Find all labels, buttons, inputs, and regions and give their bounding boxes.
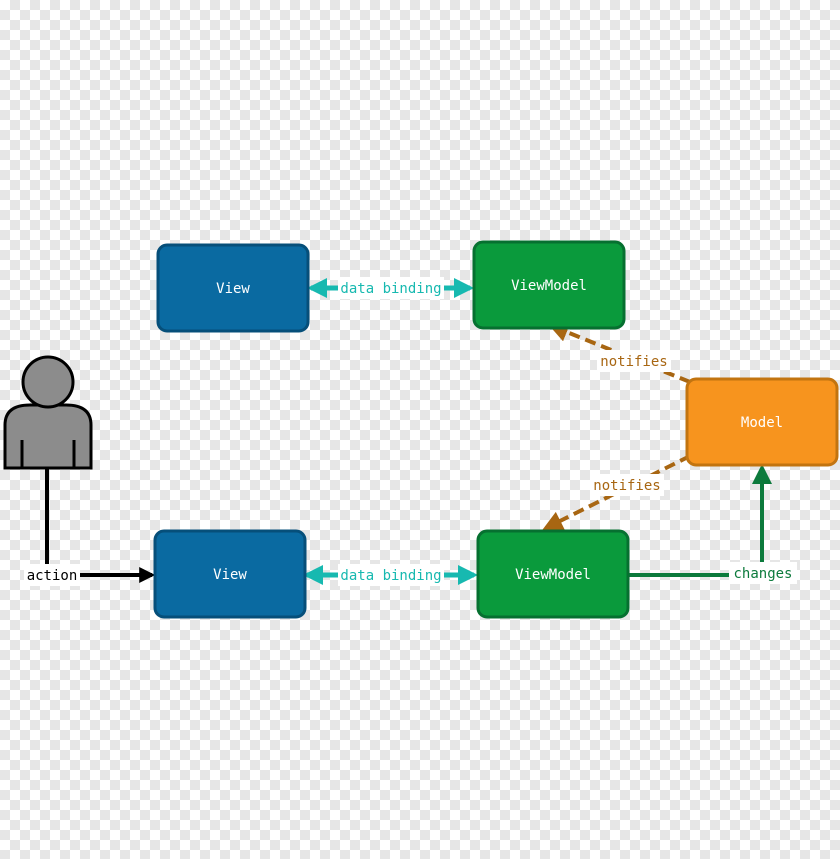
- bottom-viewmodel-node: ViewModel: [476, 529, 630, 619]
- top-binding-label: data binding: [340, 281, 441, 297]
- bottom-view-label: View: [213, 567, 247, 583]
- user-icon: [3, 355, 93, 470]
- top-view-label: View: [216, 281, 250, 297]
- changes-edge: changes: [628, 464, 797, 584]
- changes-label: changes: [733, 566, 792, 582]
- action-edge: action: [24, 468, 156, 586]
- top-notifies-label: notifies: [600, 354, 667, 370]
- top-viewmodel-label: ViewModel: [511, 278, 587, 294]
- top-view-node: View: [156, 243, 310, 333]
- top-notifies-edge: notifies: [548, 322, 691, 384]
- bottom-view-node: View: [153, 529, 307, 619]
- bottom-notifies-edge: notifies: [542, 454, 691, 530]
- bottom-notifies-label: notifies: [593, 478, 660, 494]
- bottom-binding-edge: data binding: [303, 564, 478, 586]
- bottom-viewmodel-label: ViewModel: [515, 567, 591, 583]
- model-node: Model: [685, 377, 839, 467]
- model-label: Model: [741, 415, 783, 431]
- action-label: action: [27, 568, 78, 584]
- bottom-binding-label: data binding: [340, 568, 441, 584]
- top-binding-edge: data binding: [307, 277, 474, 299]
- top-viewmodel-node: ViewModel: [472, 240, 626, 330]
